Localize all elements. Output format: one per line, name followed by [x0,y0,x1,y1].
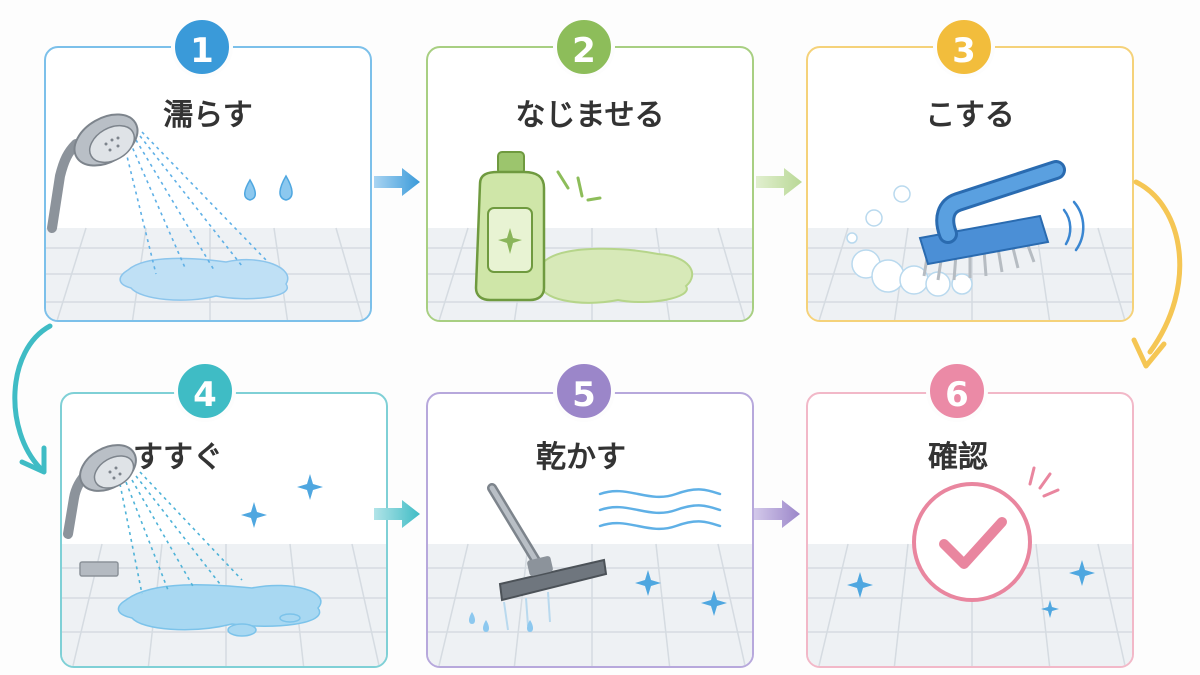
squeegee-icon [487,483,608,602]
step-1-card [44,46,372,322]
shower-head-icon [47,113,139,233]
detergent-bottle-icon [474,151,546,302]
sparkle-icon [241,474,323,528]
scrub-brush-icon [918,160,1066,281]
drain-icon [79,561,119,577]
step-6-badge: 6 [926,360,988,422]
step-5-title: 乾かす [536,440,626,475]
arrow-right-icon [374,168,420,196]
sparkle-icon [847,560,1095,618]
step-4-card [60,392,388,668]
step-3-illustration [808,160,1132,320]
step-1-badge: 1 [171,16,233,78]
step-1-illustration [46,113,370,320]
step-5-card [426,392,754,668]
arrow-right-icon [754,500,800,528]
step-6-title: 確認 [928,440,988,475]
checkmark-icon [912,482,1032,602]
step-4-badge: 4 [174,360,236,422]
step-6-illustration [808,466,1132,666]
arrow-right-icon [374,500,420,528]
shower-head-icon [63,444,137,539]
step-3-title: こする [925,98,1015,133]
sparkle-icon [635,570,727,616]
curved-arrow-down-icon [12,323,53,475]
curved-arrow-down-icon [1131,179,1183,369]
step-2-badge: 2 [553,16,615,78]
step-2-card [426,46,754,322]
step-4-illustration [62,444,386,666]
step-6-card [806,392,1134,668]
step-5-badge: 5 [553,360,615,422]
step-4-title: すすぐ [133,440,223,475]
step-3-card [806,46,1134,322]
step-1-title: 濡らす [163,98,253,133]
step-5-illustration [428,483,752,666]
step-2-title: なじませる [515,98,665,133]
arrow-right-icon [756,168,802,196]
step-2-illustration [428,151,752,320]
step-3-badge: 3 [933,16,995,78]
